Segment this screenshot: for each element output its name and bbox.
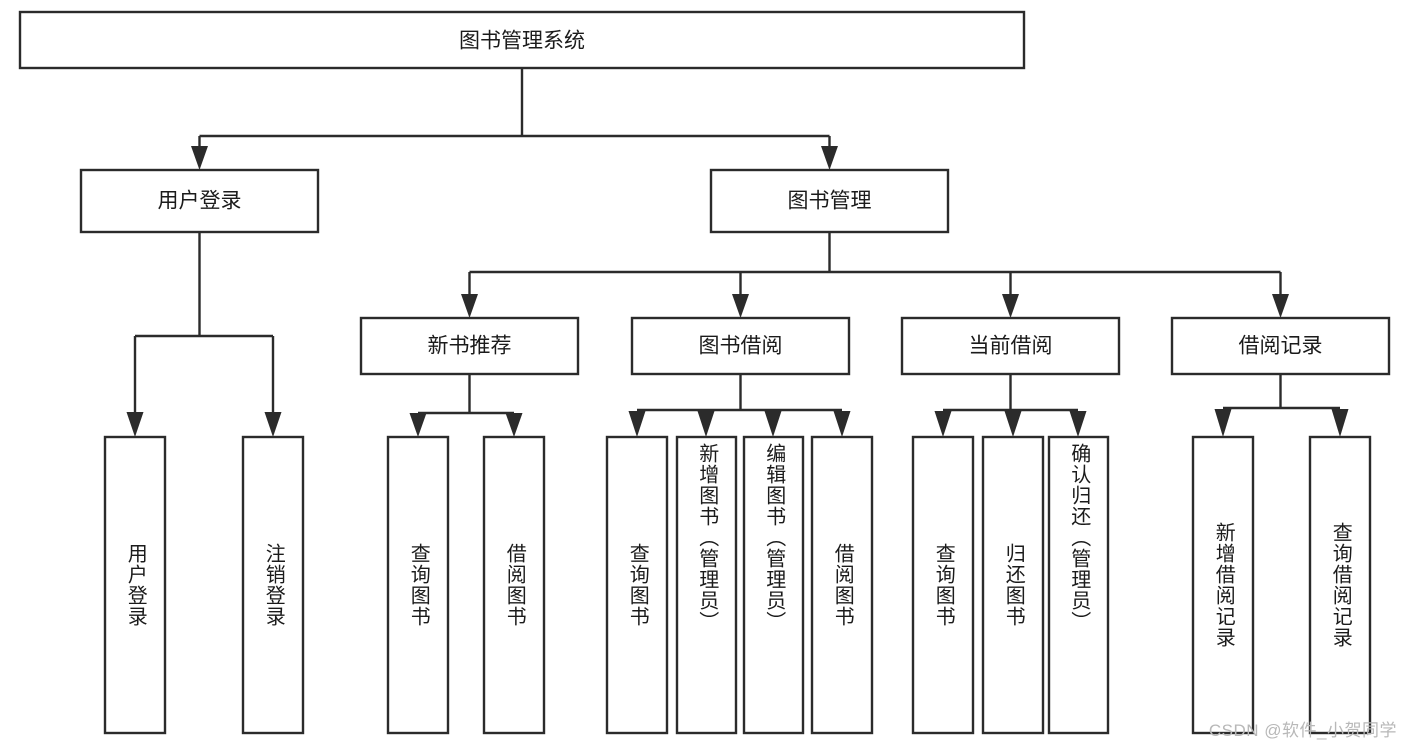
- connector-group-book-borrow: [628, 374, 851, 437]
- node-leaf-query-book-3-box[interactable]: [911, 435, 975, 735]
- node-leaf-query-record-box[interactable]: [1308, 435, 1372, 735]
- arrow-head-leaf-query-record: [1331, 409, 1349, 437]
- arrow-head-leaf-confirm-return: [1069, 411, 1087, 437]
- node-root-label: 图书管理系统: [459, 30, 585, 53]
- node-borrow-record-box[interactable]: [1170, 316, 1391, 376]
- connector-group-book-manage: [461, 232, 1289, 318]
- node-book-manage[interactable]: 图书管理: [709, 168, 950, 234]
- arrow-head-leaf-borrow-book-1: [505, 413, 523, 437]
- connector-group-root: [191, 68, 838, 170]
- arrow-head-leaf-query-book-3: [934, 411, 952, 437]
- connector-group-new-book-rec: [409, 374, 523, 437]
- arrow-head-borrow-record: [1272, 294, 1289, 318]
- node-user-login-label: 用户登录: [158, 190, 242, 213]
- node-new-book-rec-label: 新书推荐: [428, 335, 512, 358]
- node-current-borrow-label: 当前借阅: [969, 335, 1053, 358]
- node-borrow-record-label: 借阅记录: [1239, 335, 1323, 358]
- node-book-manage-box[interactable]: [709, 168, 950, 234]
- node-leaf-confirm-return-box[interactable]: [1047, 435, 1110, 735]
- node-new-book-rec[interactable]: 新书推荐: [359, 316, 580, 376]
- node-leaf-borrow-book-1-box[interactable]: [482, 435, 546, 735]
- arrow-head-leaf-query-book-2: [628, 411, 646, 437]
- watermark-text: CSDN @软件_小贺同学: [1208, 721, 1397, 740]
- arrow-head-leaf-user-login: [126, 412, 144, 437]
- node-user-login-box[interactable]: [79, 168, 320, 234]
- arrow-head-leaf-query-book-1: [409, 413, 427, 437]
- node-book-borrow[interactable]: 图书借阅: [630, 316, 851, 376]
- node-current-borrow-box[interactable]: [900, 316, 1121, 376]
- arrow-head-leaf-edit-book: [764, 411, 782, 437]
- node-borrow-record[interactable]: 借阅记录: [1170, 316, 1391, 376]
- node-book-manage-label: 图书管理: [788, 190, 872, 213]
- connector-group-borrow-record: [1214, 374, 1349, 437]
- node-leaf-add-record-box[interactable]: [1191, 435, 1255, 735]
- arrow-head-book-borrow: [732, 294, 749, 318]
- node-root-box[interactable]: [18, 10, 1026, 70]
- node-leaf-query-book-1-box[interactable]: [386, 435, 450, 735]
- arrow-head-new-book-rec: [461, 294, 478, 318]
- connector-group-current-borrow: [934, 374, 1087, 437]
- node-leaf-borrow-book-2-box[interactable]: [810, 435, 874, 735]
- arrow-head-leaf-borrow-book-2: [833, 411, 851, 437]
- node-user-login[interactable]: 用户登录: [79, 168, 320, 234]
- connector-group-user-login: [126, 232, 282, 437]
- node-leaf-query-book-2-box[interactable]: [605, 435, 669, 735]
- node-leaf-edit-book-box[interactable]: [742, 435, 805, 735]
- arrow-head-book-manage: [821, 146, 838, 170]
- node-new-book-rec-box[interactable]: [359, 316, 580, 376]
- node-leaf-return-book-box[interactable]: [981, 435, 1045, 735]
- node-root[interactable]: 图书管理系统: [18, 10, 1026, 70]
- node-book-borrow-box[interactable]: [630, 316, 851, 376]
- arrow-head-user-login: [191, 146, 208, 170]
- node-leaf-user-login-box[interactable]: [103, 435, 167, 735]
- arrow-head-leaf-return-book: [1004, 411, 1022, 437]
- node-current-borrow[interactable]: 当前借阅: [900, 316, 1121, 376]
- arrow-head-leaf-add-record: [1214, 409, 1232, 437]
- arrow-head-leaf-user-logout: [264, 412, 282, 437]
- arrow-head-leaf-add-book: [697, 411, 715, 437]
- arrow-head-current-borrow: [1002, 294, 1019, 318]
- node-leaf-add-book-box[interactable]: [675, 435, 738, 735]
- node-book-borrow-label: 图书借阅: [699, 335, 783, 358]
- node-leaf-user-logout-box[interactable]: [241, 435, 305, 735]
